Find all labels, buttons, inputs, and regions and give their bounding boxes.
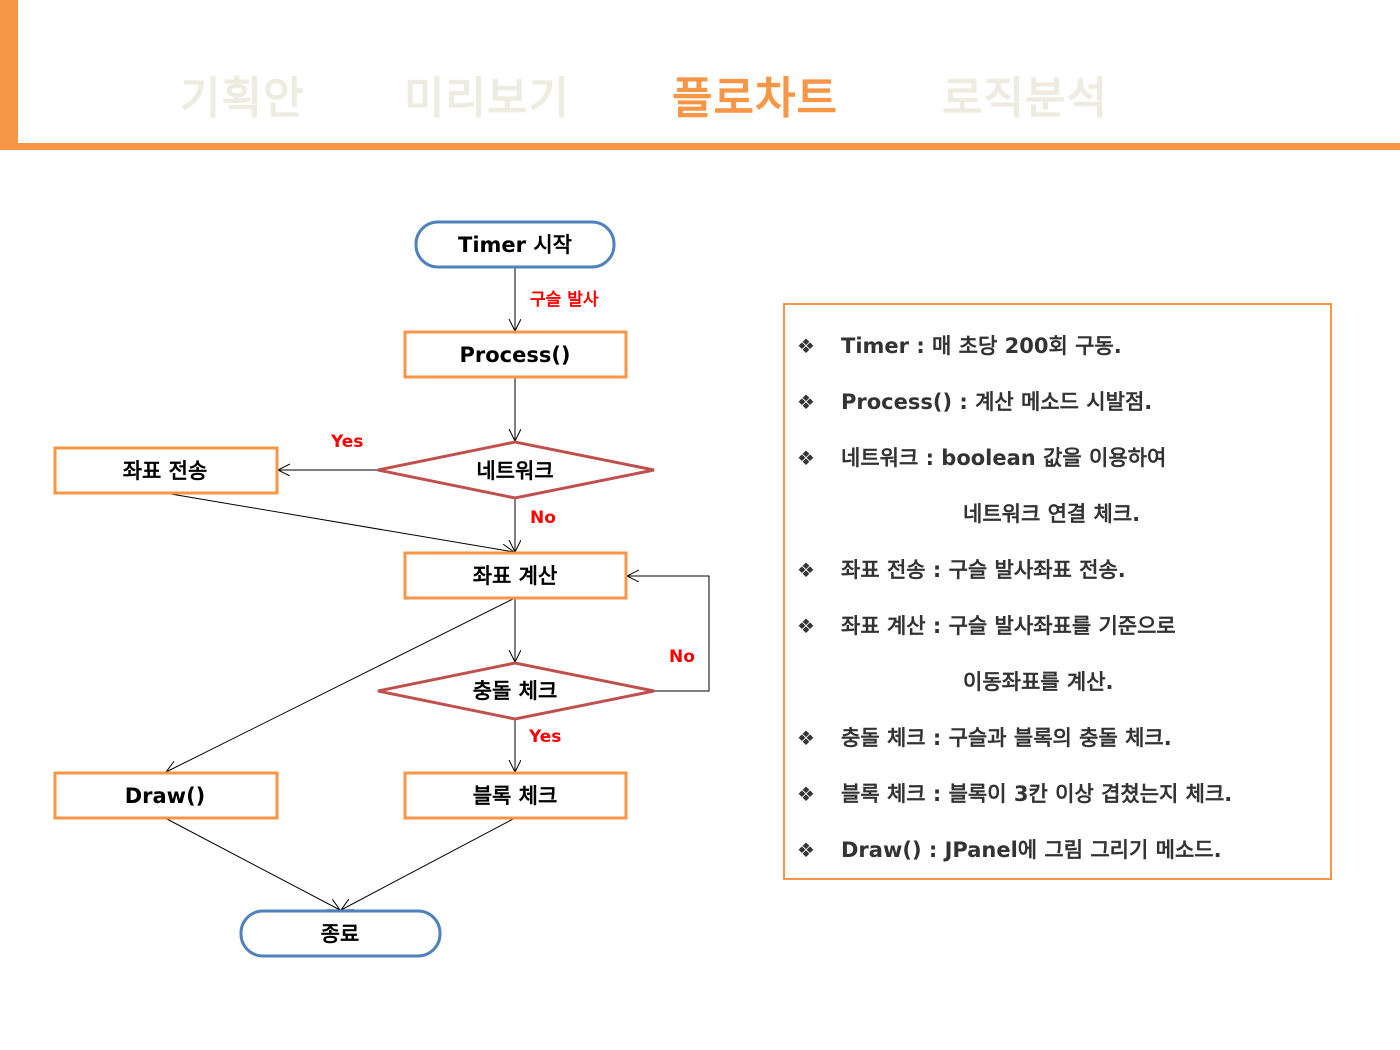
- edge-send-calc: [164, 492, 514, 552]
- tab-planning[interactable]: 기획안: [180, 73, 305, 124]
- node-network-label: 네트워크: [476, 459, 553, 483]
- node-collision-label: 충돌 체크: [473, 679, 558, 703]
- node-process-label: Process(): [459, 343, 570, 367]
- edge-block-end: [341, 817, 516, 910]
- node-calc-coords: [403, 551, 628, 600]
- edge-label-fire: 구슬 발사: [530, 290, 599, 310]
- node-block-check: [403, 771, 628, 820]
- tab-logic-analysis[interactable]: 로직분석: [942, 73, 1108, 124]
- bullet-icon: ❖: [797, 334, 815, 358]
- bullet-icon: ❖: [797, 614, 815, 638]
- node-start-terminal: [414, 220, 616, 269]
- node-collision-decision: [377, 661, 655, 721]
- edge-label-collision-no: No: [669, 647, 695, 667]
- bullet-icon: ❖: [797, 782, 815, 806]
- bullet-icon: ❖: [797, 446, 815, 470]
- description-box: ❖ Timer : 매 초당 200회 구동. ❖ Process() : 계산…: [783, 303, 1332, 880]
- tab-flowchart[interactable]: 플로차트: [672, 73, 838, 124]
- edge-calc-draw: [166, 597, 516, 772]
- edge-label-network-no: No: [530, 508, 556, 528]
- bullet-icon: ❖: [797, 726, 815, 750]
- node-end-label: 종료: [321, 922, 360, 946]
- edge-draw-end: [164, 817, 340, 910]
- node-calc-coords-label: 좌표 계산: [473, 564, 558, 588]
- edge-label-network-yes: Yes: [330, 432, 363, 452]
- node-send-coords: [53, 446, 279, 495]
- node-draw: [53, 771, 279, 820]
- node-draw-label: Draw(): [125, 784, 206, 808]
- node-process: [403, 330, 628, 379]
- node-block-check-label: 블록 체크: [473, 784, 558, 808]
- tab-preview[interactable]: 미리보기: [404, 73, 570, 124]
- header-divider: [0, 143, 1400, 150]
- bullet-icon: ❖: [797, 838, 815, 862]
- bullet-icon: ❖: [797, 390, 815, 414]
- node-start-label: Timer 시작: [458, 233, 572, 257]
- node-network-decision: [377, 440, 655, 500]
- node-send-coords-label: 좌표 전송: [123, 459, 208, 483]
- edge-label-collision-yes: Yes: [528, 727, 561, 747]
- edge-collision-calc: [627, 576, 710, 692]
- header-left-accent-bar: [0, 0, 18, 150]
- bullet-icon: ❖: [797, 558, 815, 582]
- node-end-terminal: [239, 909, 442, 958]
